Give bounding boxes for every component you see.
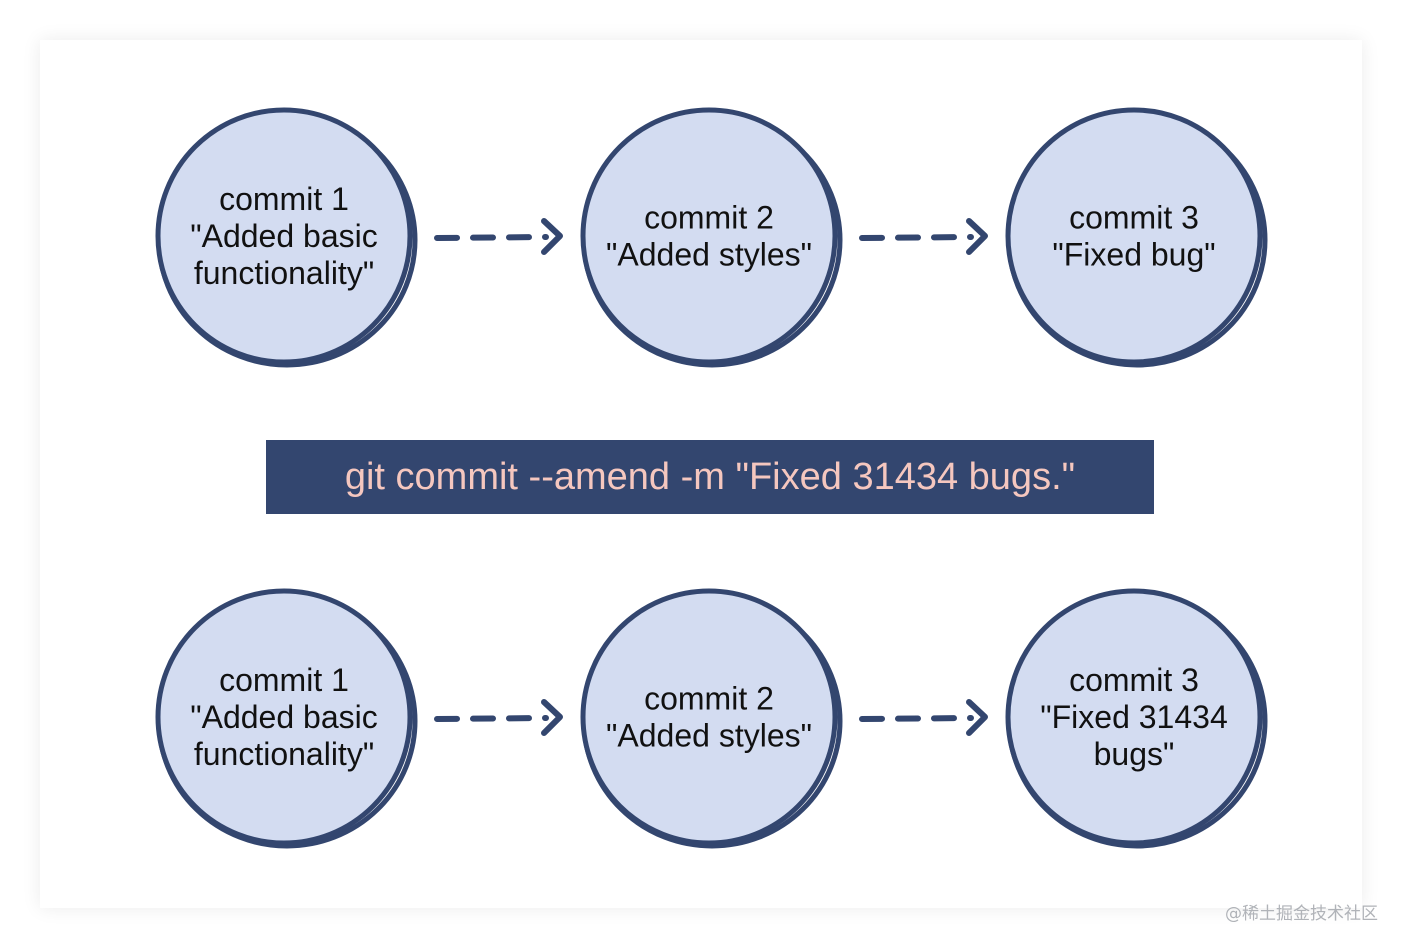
arrow-head [966,218,988,255]
commit-label-line: commit 1 [219,181,349,217]
commit-node [155,107,413,365]
commit-label-line: bugs" [1094,736,1175,772]
commit-label-line: "Fixed 31434 [1040,699,1227,735]
arrow-shaft [434,715,549,722]
commit-label-line: "Added styles" [606,718,812,754]
watermark: @稀土掘金技术社区 [1225,904,1378,924]
arrow-shaft [859,234,974,241]
arrow-head [541,218,563,255]
commit-label-line: commit 3 [1069,662,1199,698]
arrow-after-1 [434,699,563,736]
arrow-shaft [434,234,549,241]
commit-label-line: "Added styles" [606,237,812,273]
arrow-head [966,699,988,736]
commit-label-line: "Fixed bug" [1052,237,1215,273]
commit-node [1005,588,1263,846]
commit-label-line: "Added basic [190,699,377,735]
commit-node [580,588,838,846]
arrow-before-2 [859,218,988,255]
command-text: git commit --amend -m "Fixed 31434 bugs.… [344,455,1076,498]
arrow-head [541,699,563,736]
command-box: git commit --amend -m "Fixed 31434 bugs.… [266,440,1154,514]
before-commit-3: commit 3"Fixed bug" [1005,107,1268,368]
arrow-after-2 [859,699,988,736]
commit-label-line: "Added basic [190,218,377,254]
commit-label-line: functionality" [194,255,374,291]
after-commit-2: commit 2"Added styles" [580,588,843,849]
arrow-before-1 [434,218,563,255]
commit-node [1005,107,1263,365]
commit-node [155,588,413,846]
arrow-shaft [859,715,974,722]
commit-label-line: functionality" [194,736,374,772]
before-commit-2: commit 2"Added styles" [580,107,843,368]
commit-label-line: commit 2 [644,200,774,236]
commit-label-line: commit 3 [1069,200,1199,236]
commit-label-line: commit 1 [219,662,349,698]
commit-label-line: commit 2 [644,681,774,717]
commit-node [580,107,838,365]
